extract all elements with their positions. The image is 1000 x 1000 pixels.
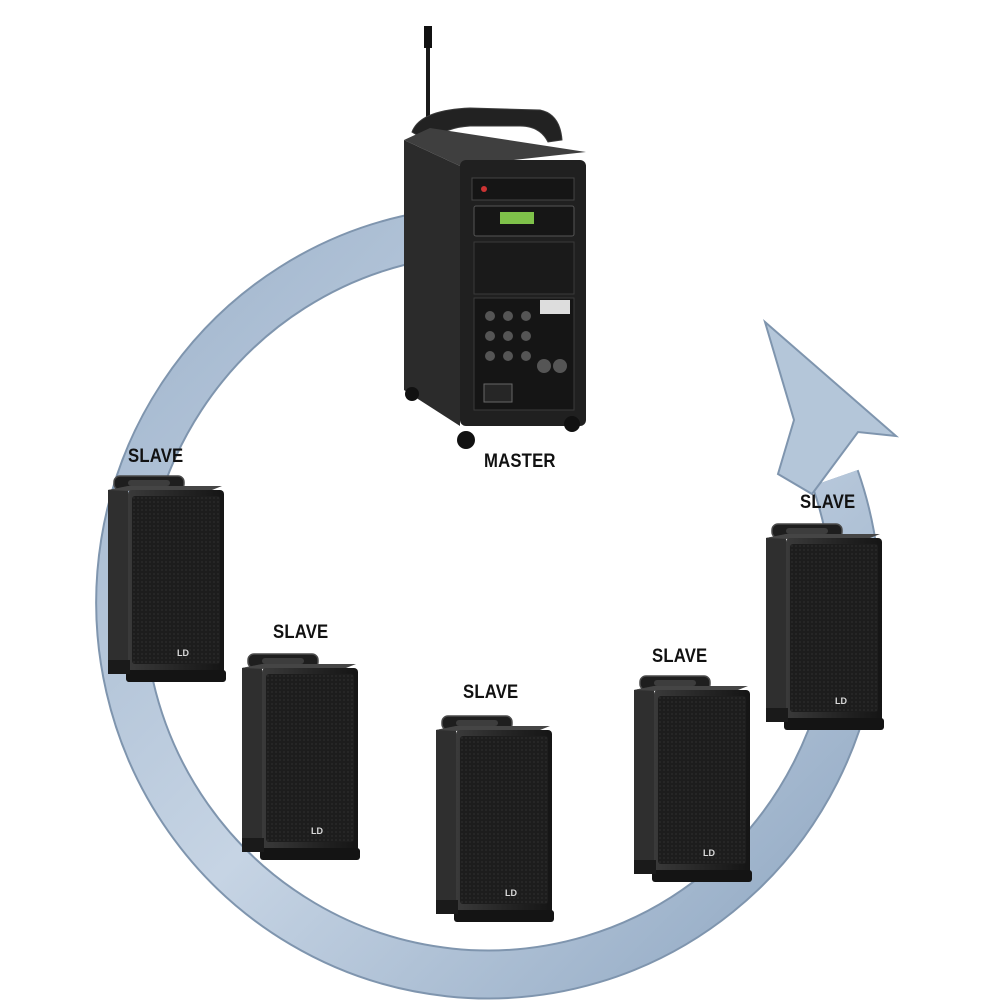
- slave-speaker-2: [241, 653, 361, 861]
- speaker-logo: LD: [703, 848, 715, 858]
- cycle-arrow: [95, 211, 900, 1000]
- arrowhead-shape: [763, 318, 900, 496]
- speaker-logo: LD: [311, 826, 323, 836]
- slave-speaker-1: [107, 475, 227, 683]
- speaker-logo: LD: [177, 648, 189, 658]
- slave-label-2: SLAVE: [273, 622, 329, 643]
- slave-label-3: SLAVE: [463, 682, 519, 703]
- slave-label-1: SLAVE: [128, 446, 184, 467]
- slave-speaker-4: [633, 675, 753, 883]
- slave-speaker-5: [765, 523, 885, 731]
- slave-label-5: SLAVE: [800, 492, 856, 513]
- slave-speaker-3: [435, 715, 555, 923]
- slave-label-4: SLAVE: [652, 646, 708, 667]
- master-label: MASTER: [484, 451, 556, 472]
- speaker-logo: LD: [835, 696, 847, 706]
- speaker-logo: LD: [505, 888, 517, 898]
- master-unit-image: [404, 26, 586, 449]
